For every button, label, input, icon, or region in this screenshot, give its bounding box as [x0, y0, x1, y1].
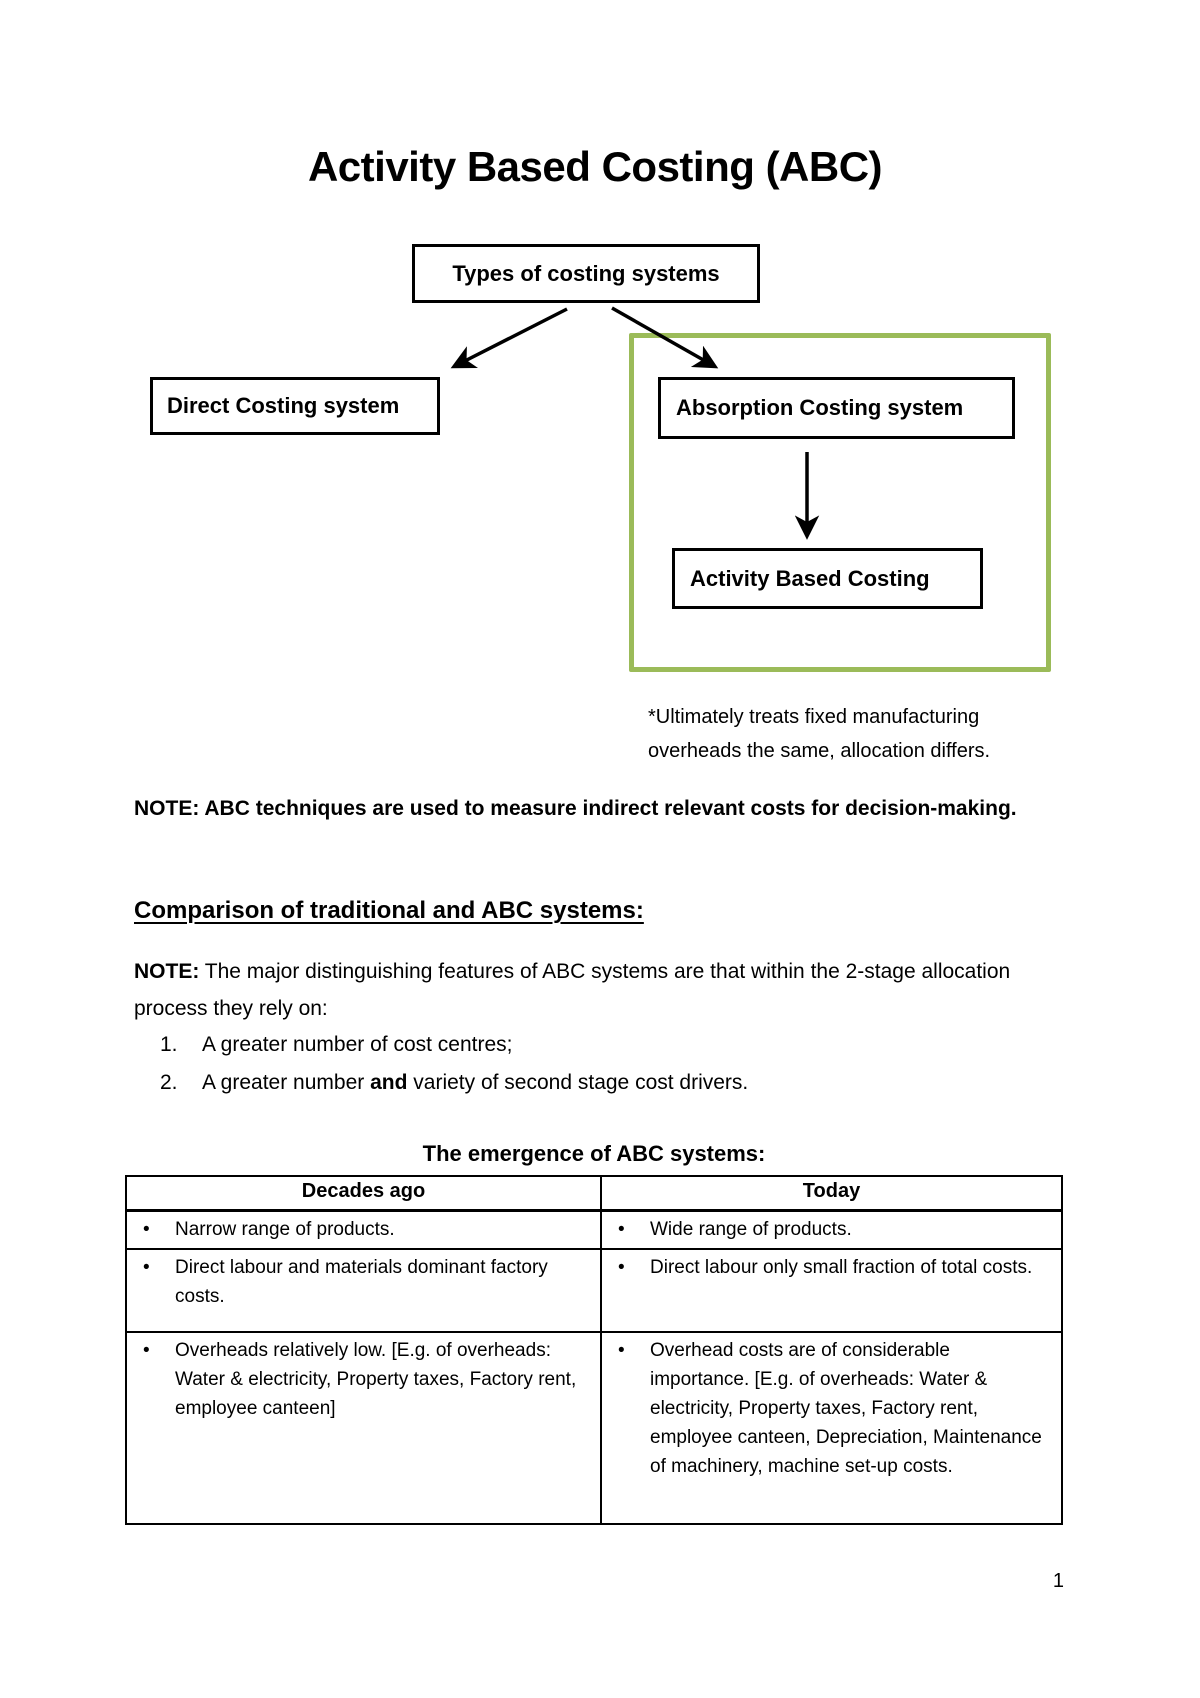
page-number: 1: [1052, 1570, 1064, 1592]
table-row: • Direct labour and materials dominant fa…: [125, 1248, 1063, 1333]
box-types-of-costing-systems: Types of costing systems: [412, 244, 760, 303]
page-title: Activity Based Costing (ABC): [307, 143, 883, 190]
note-text: The major distinguishing features of ABC…: [134, 960, 1011, 1020]
table-cell: • Narrow range of products.: [125, 1209, 602, 1250]
note-distinguishing-features: NOTE: The major distinguishing features …: [134, 953, 1034, 1027]
bullet-icon: •: [618, 1257, 625, 1278]
box-label: Absorption Costing system: [676, 395, 964, 420]
table-heading-emergence: The emergence of ABC systems:: [422, 1141, 766, 1166]
table-row: • Overheads relatively low. [E.g. of over…: [125, 1331, 1063, 1525]
bullet-icon: •: [143, 1257, 150, 1278]
list-item-1: 1. A greater number of cost centres;: [160, 1026, 748, 1064]
box-label: Types of costing systems: [452, 260, 720, 286]
box-label: Activity Based Costing: [690, 565, 930, 591]
box-label: Direct Costing system: [167, 393, 400, 418]
bullet-icon: •: [618, 1219, 625, 1240]
footnote-line: *Ultimately treats fixed manufacturing: [648, 706, 980, 728]
list-text: A greater number of cost centres;: [202, 1033, 513, 1056]
cell-text: Direct labour only small fraction of tot…: [650, 1257, 1033, 1278]
box-absorption-costing-system: Absorption Costing system: [658, 377, 1015, 439]
column-header-today: Today: [600, 1175, 1063, 1212]
note-label: NOTE:: [134, 960, 200, 983]
table-header-row: Decades ago Today: [125, 1175, 1063, 1212]
table-cell: • Overhead costs are of considerable impo…: [600, 1331, 1063, 1525]
list-text: A greater number and variety of second s…: [202, 1071, 749, 1094]
note-abc-techniques: NOTE: ABC techniques are used to measure…: [134, 790, 1074, 827]
cell-text: Direct labour and materials dominant fac…: [175, 1257, 548, 1307]
cell-text: Overhead costs are of considerable impor…: [650, 1340, 1042, 1477]
table-cell: • Wide range of products.: [600, 1209, 1063, 1250]
cell-text: Narrow range of products.: [175, 1219, 395, 1240]
table-cell: • Direct labour only small fraction of to…: [600, 1248, 1063, 1333]
bullet-icon: •: [143, 1219, 150, 1240]
bullet-icon: •: [143, 1340, 150, 1361]
numbered-list: 1. A greater number of cost centres; 2. A …: [160, 1026, 748, 1102]
note-text: ABC techniques are used to measure indir…: [199, 797, 1017, 820]
bullet-icon: •: [618, 1340, 625, 1361]
footnote-line: overheads the same, allocation differs.: [648, 740, 991, 762]
diagram-footnote: *Ultimately treats fixed manufacturing o…: [648, 700, 990, 768]
cell-text: Wide range of products.: [650, 1219, 852, 1240]
box-activity-based-costing: Activity Based Costing: [672, 548, 983, 609]
list-number: 2.: [160, 1071, 178, 1094]
list-item-2: 2. A greater number and variety of second…: [160, 1064, 748, 1102]
box-direct-costing-system: Direct Costing system: [150, 377, 440, 435]
note-label: NOTE:: [134, 797, 200, 820]
column-header-decades-ago: Decades ago: [125, 1175, 602, 1212]
section-heading-comparison: Comparison of traditional and ABC system…: [134, 897, 644, 924]
arrow-to-direct-costing-icon: [450, 307, 568, 369]
green-highlight-frame: [629, 333, 1051, 672]
list-number: 1.: [160, 1033, 178, 1056]
cell-text: Overheads relatively low. [E.g. of overh…: [175, 1340, 577, 1419]
table-row: • Narrow range of products. • Wide range o…: [125, 1209, 1063, 1250]
emergence-table: Decades ago Today • Narrow range of produ…: [125, 1175, 1063, 1525]
table-cell: • Direct labour and materials dominant fa…: [125, 1248, 602, 1333]
table-cell: • Overheads relatively low. [E.g. of over…: [125, 1331, 602, 1525]
